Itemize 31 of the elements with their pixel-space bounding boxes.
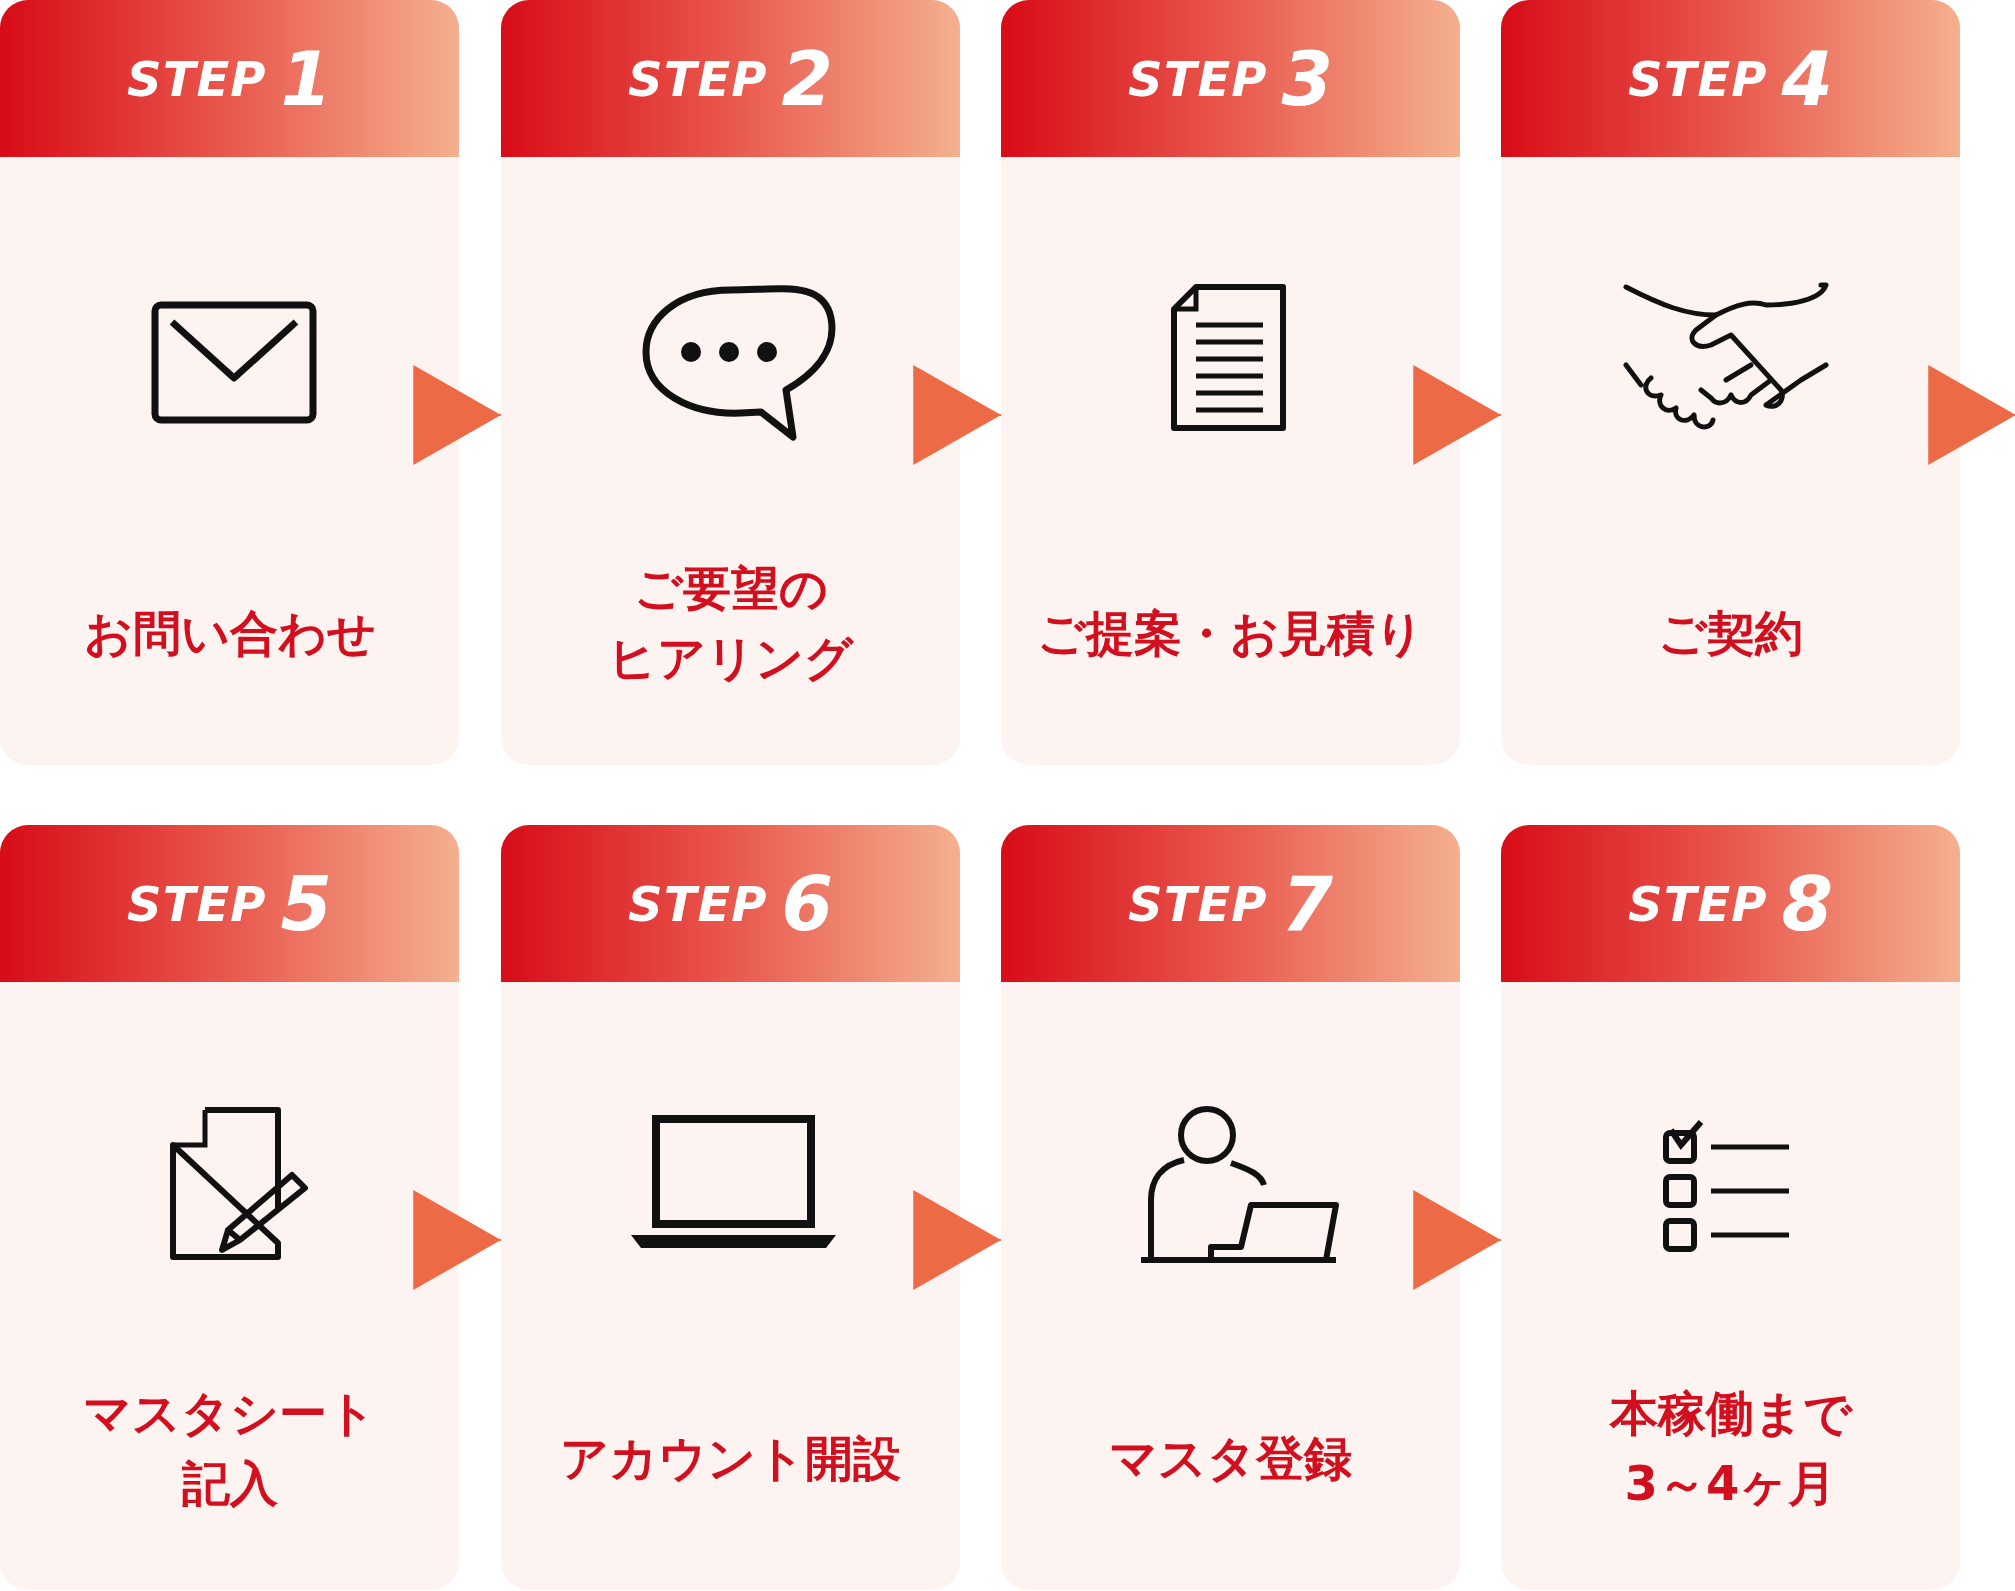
step-header: STEP 2 — [501, 0, 960, 157]
step-label: ご提案・お見積り — [1036, 604, 1425, 663]
step-header: STEP 1 — [0, 0, 459, 157]
step-card — [0, 825, 459, 1590]
arrow — [413, 365, 502, 465]
step-card — [1001, 825, 1460, 1590]
step-header: STEP 7 — [1001, 825, 1460, 982]
step-header: STEP 8 — [1501, 825, 1960, 982]
step-card — [1001, 0, 1460, 765]
step-label: お問い合わせ — [82, 604, 377, 663]
arrow — [913, 365, 1002, 465]
step-card — [1501, 825, 1960, 1590]
step-label: ご要望のヒアリング — [607, 559, 855, 688]
arrow — [413, 1190, 502, 1290]
step-header: STEP 3 — [1001, 0, 1460, 157]
arrow — [1413, 1190, 1502, 1290]
step-card — [0, 0, 459, 765]
step-label: マスタ登録 — [1108, 1429, 1353, 1488]
step-card — [1501, 0, 1960, 765]
arrow — [1413, 365, 1502, 465]
step-label: 本稼働まで3～4ヶ月 — [1608, 1384, 1854, 1513]
step-header: STEP 5 — [0, 825, 459, 982]
step-label: アカウント開設 — [559, 1429, 902, 1488]
arrow — [913, 1190, 1002, 1290]
step-card — [501, 0, 960, 765]
step-header: STEP 4 — [1501, 0, 1960, 157]
step-card — [501, 825, 960, 1590]
arrow — [1928, 365, 2015, 465]
step-label: マスタシート記入 — [82, 1384, 377, 1513]
step-label: ご契約 — [1657, 604, 1804, 663]
step-header: STEP 6 — [501, 825, 960, 982]
